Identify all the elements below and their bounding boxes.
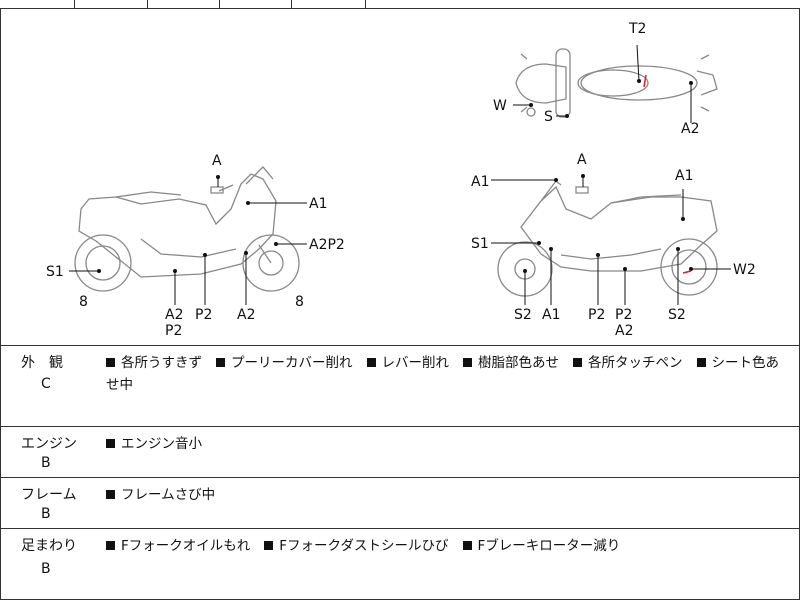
diagram-label: A	[212, 153, 222, 169]
bullet-square-icon	[366, 358, 376, 367]
bullet-square-icon	[216, 358, 225, 367]
bullet-square-icon	[264, 541, 274, 550]
condition-item: 各所タッチペン	[573, 355, 683, 371]
condition-item: フレームさび中	[106, 487, 215, 503]
diagram-label: A1	[309, 196, 327, 212]
row-grade: B	[41, 561, 51, 577]
diagram-label: A1	[542, 307, 560, 323]
diagram-label: A2	[681, 121, 699, 137]
row-grade: C	[41, 376, 51, 392]
row-description: エンジン音小	[106, 433, 785, 455]
damage-mark	[682, 270, 692, 274]
bullet-square-icon	[106, 439, 115, 448]
bullet-square-icon	[106, 358, 115, 367]
diagram-label: P2	[165, 323, 182, 339]
diagram-label: T2	[628, 21, 646, 37]
diagram-label: A1	[675, 168, 693, 184]
diagram-label: S1	[471, 236, 489, 252]
condition-item: シート色あせ中	[106, 355, 779, 393]
condition-row-frame: フレーム B フレームさび中	[1, 478, 799, 529]
diagram-label: A2P2	[309, 237, 345, 253]
diagram-label: A	[577, 152, 587, 168]
condition-row-exterior: 外 観 C 各所うすきずプーリーカバー削れレバー削れ樹脂部色あせ各所タッチペンシ…	[1, 346, 799, 427]
header-cell	[0, 0, 75, 8]
condition-item: 樹脂部色あせ	[463, 355, 559, 371]
condition-item: Fブレーキローター減り	[462, 538, 620, 554]
diagram-label: 8	[79, 294, 88, 310]
row-description: 各所うすきずプーリーカバー削れレバー削れ樹脂部色あせ各所タッチペンシート色あせ中	[106, 352, 785, 396]
row-grade: B	[41, 506, 51, 522]
right-side-scooter	[497, 180, 718, 297]
condition-item: Fフォークオイルもれ	[106, 538, 250, 554]
condition-item: Fフォークダストシールひび	[264, 538, 449, 554]
header-strip	[0, 0, 800, 8]
row-category: エンジン	[21, 436, 77, 452]
scooter-diagram-svg: A A1 A2P2 S1 8 8 A2 P2 P2 A2 T2 W S A2 A…	[46, 21, 756, 339]
diagram-label: 8	[295, 294, 304, 310]
top-view-scooter	[515, 48, 718, 118]
damage-mark	[643, 74, 647, 88]
diagram-label: S2	[668, 307, 686, 323]
row-description: Fフォークオイルもれ Fフォークダストシールひび Fブレーキローター減り	[106, 535, 785, 557]
condition-row-engine: エンジン B エンジン音小	[1, 427, 799, 478]
condition-row-suspension: 足まわり B Fフォークオイルもれ Fフォークダストシールひび Fブレーキローター減…	[1, 529, 799, 599]
diagram-label: P2	[588, 307, 605, 323]
header-cell	[74, 0, 148, 8]
row-grade: B	[41, 455, 51, 471]
diagram-label: P2	[615, 307, 632, 323]
diagram-label: A2	[165, 307, 183, 323]
diagram-label: W2	[733, 262, 756, 278]
row-category: 足まわり	[21, 538, 77, 554]
bullet-square-icon	[106, 541, 115, 550]
header-cell	[291, 0, 366, 8]
bullet-square-icon	[462, 541, 472, 550]
diagram-label: W	[493, 98, 507, 114]
damage-diagram: A A1 A2P2 S1 8 8 A2 P2 P2 A2 T2 W S A2 A…	[1, 9, 799, 346]
condition-item: 各所うすきず	[106, 355, 202, 371]
bullet-square-icon	[463, 358, 472, 367]
diagram-label: S1	[46, 264, 64, 280]
row-category: フレーム	[21, 487, 77, 503]
diagram-label: S	[544, 109, 553, 125]
header-cell	[147, 0, 220, 8]
condition-item: レバー削れ	[366, 355, 449, 371]
bullet-square-icon	[573, 358, 582, 367]
diagram-label: A2	[615, 323, 633, 339]
bullet-square-icon	[106, 490, 115, 499]
diagram-label: A1	[471, 174, 489, 190]
diagram-label: S2	[514, 307, 532, 323]
header-cell	[219, 0, 292, 8]
left-side-scooter	[74, 166, 300, 292]
row-description: フレームさび中	[106, 484, 785, 506]
condition-item: プーリーカバー削れ	[216, 355, 353, 371]
bullet-square-icon	[696, 358, 706, 367]
row-category: 外 観	[21, 355, 63, 371]
diagram-label: P2	[195, 307, 212, 323]
condition-item: エンジン音小	[106, 436, 202, 452]
inspection-sheet: A A1 A2P2 S1 8 8 A2 P2 P2 A2 T2 W S A2 A…	[0, 8, 800, 600]
diagram-label: A2	[237, 307, 255, 323]
